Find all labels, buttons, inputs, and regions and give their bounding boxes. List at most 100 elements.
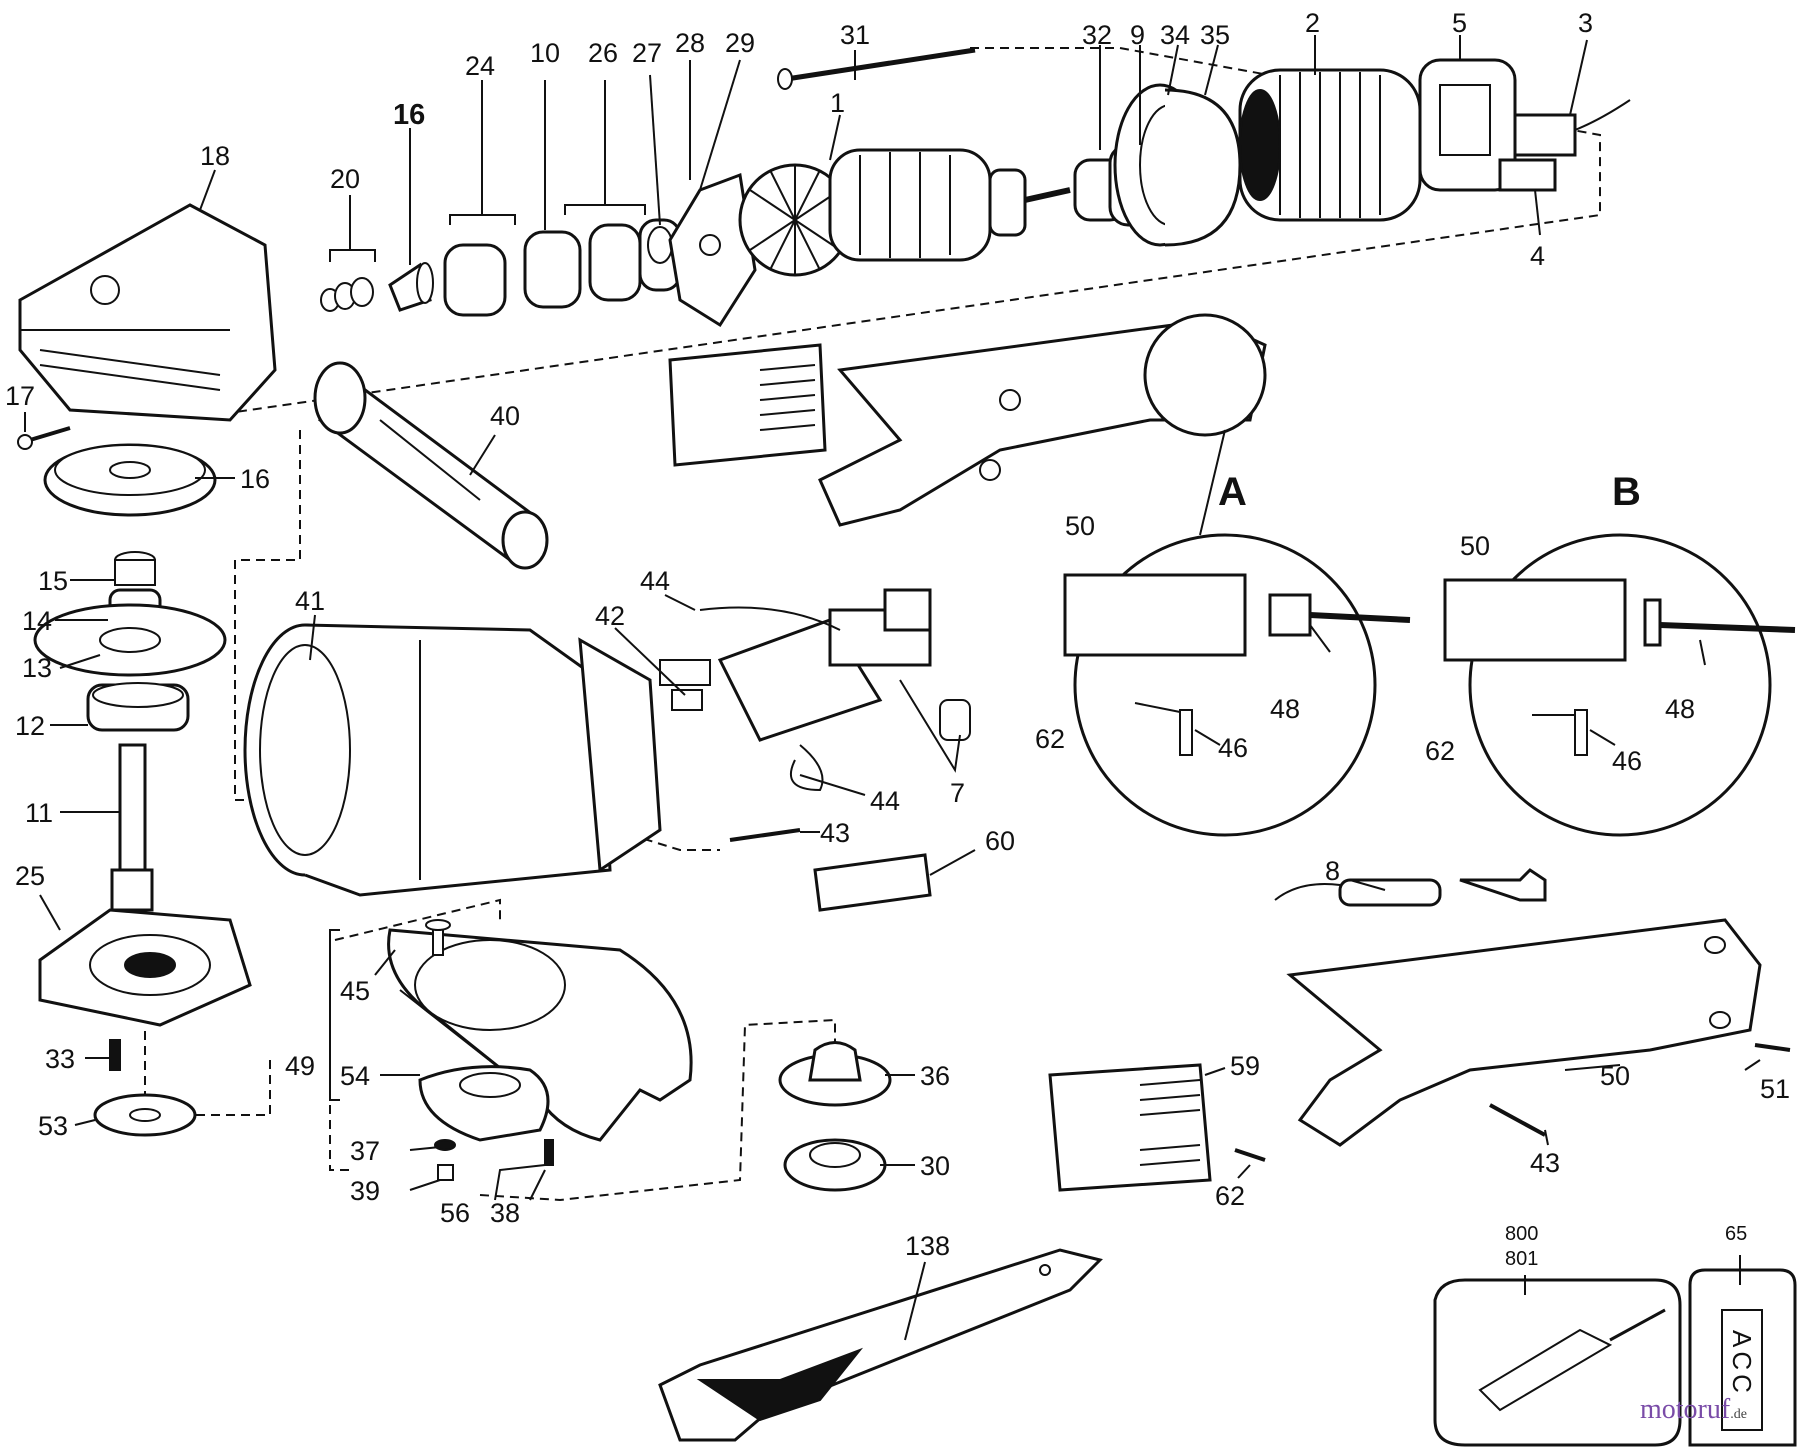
detail-b [1443,533,1796,837]
callout-7: 7 [950,778,965,808]
nut-washers-20 [320,277,374,312]
callout-24: 24 [465,51,495,81]
callout-4: 4 [1530,241,1545,271]
callout-9: 9 [1130,20,1145,50]
callout-50-lower: 50 [1600,1061,1630,1091]
nut-30 [783,1138,887,1192]
screw-62 [1234,1148,1266,1162]
callout-25: 25 [15,861,45,891]
spacer-15 [114,551,156,586]
callout-41: 41 [295,586,325,616]
callout-49: 49 [285,1051,315,1081]
acc-box-text: ACC [1727,1330,1757,1397]
callout-45: 45 [340,976,370,1006]
acc-label-box-65 [1688,1268,1797,1447]
callout-14: 14 [22,606,52,636]
gear-case-18 [18,203,277,422]
armature-assembly [320,47,1631,328]
callout-12: 12 [15,711,45,741]
callout-3: 3 [1578,8,1593,38]
baffle-28 [668,172,757,328]
field-coil-2 [1238,68,1422,222]
nut-37-39 [434,1139,456,1181]
callout-2: 2 [1305,8,1320,38]
callout-801: 801 [1505,1248,1538,1270]
armature-1 [738,148,1071,277]
callout-54: 54 [340,1061,370,1091]
callout-37: 37 [350,1136,380,1166]
callout-36: 36 [920,1061,950,1091]
screw-17 [17,426,71,450]
washer-13 [33,603,227,677]
callout-28: 28 [675,28,705,58]
watermark: motoruf.de [1640,1394,1747,1425]
callout-62-lower: 62 [1215,1181,1245,1211]
detail-a-labels: A 50 48 62 46 [1035,470,1300,763]
detail-a-callout-50: 50 [1065,511,1095,541]
callout-44-top: 44 [640,566,670,596]
detail-b-callout-46: 46 [1612,746,1642,776]
detail-circle-small [1143,313,1267,437]
wheel-guard-49 [387,928,693,1142]
clamp-54 [418,1065,550,1142]
detail-b-title: B [1612,470,1641,514]
gear-16 [43,443,217,517]
callout-43-lower: 43 [1530,1148,1560,1178]
detail-b-labels: B 50 48 62 46 [1425,470,1695,776]
washer-27 [647,226,673,264]
callout-13: 13 [22,653,52,683]
watermark-text: motoruf [1640,1394,1731,1425]
watermark-suffix: .de [1730,1407,1747,1422]
spindle-housing-25 [38,908,252,1027]
callout-34: 34 [1160,20,1190,50]
long-screw-31 [777,47,976,90]
callout-138: 138 [905,1231,950,1261]
callout-18: 18 [200,141,230,171]
callout-53: 53 [38,1111,68,1141]
callout-60: 60 [985,826,1015,856]
callout-5: 5 [1452,8,1467,38]
detail-a-callout-62: 62 [1035,724,1065,754]
callout-30: 30 [920,1151,950,1181]
callout-35: 35 [1200,20,1230,50]
callout-10: 10 [530,38,560,68]
callout-8: 8 [1325,856,1340,886]
motor-housing-41 [243,623,662,897]
detail-a-title: A [1218,470,1247,514]
detail-b-callout-62: 62 [1425,736,1455,766]
callout-20: 20 [330,164,360,194]
leader-lines [24,35,1761,1341]
detail-b-callout-50: 50 [1460,531,1490,561]
callout-labels: 31 1 2 3 4 5 32 9 34 35 29 28 27 26 10 2… [5,8,1790,1270]
callout-38: 38 [490,1198,520,1228]
callout-800: 800 [1505,1223,1538,1245]
screw-43-lower [1489,1103,1546,1137]
main-handle-lower [1286,918,1762,1147]
callout-59: 59 [1230,1051,1260,1081]
brush-42 [671,689,703,711]
callout-65: 65 [1725,1223,1747,1245]
callout-17: 17 [5,381,35,411]
bearing-stack [443,218,682,317]
screw-45 [425,919,451,956]
switch-assembly [659,588,971,792]
bearing-12 [86,682,190,732]
callout-33: 33 [45,1044,75,1074]
cord-8 [1274,868,1547,907]
brush-holder-5 [1418,58,1517,192]
callout-27: 27 [632,38,662,68]
callout-29: 29 [725,28,755,58]
detail-a [1063,533,1411,837]
callout-56: 56 [440,1198,470,1228]
callout-32: 32 [1082,20,1112,50]
bearing-holder-34-35 [1113,83,1242,247]
switch-cover-59 [1048,1063,1212,1192]
pinion-gear-16 [388,262,434,312]
callout-16: 16 [240,464,270,494]
screw-43 [729,828,801,842]
brushes-3-4 [1498,99,1631,192]
screw-51 [1754,1043,1791,1052]
callout-1: 1 [830,88,845,118]
detail-b-callout-48: 48 [1665,694,1695,724]
